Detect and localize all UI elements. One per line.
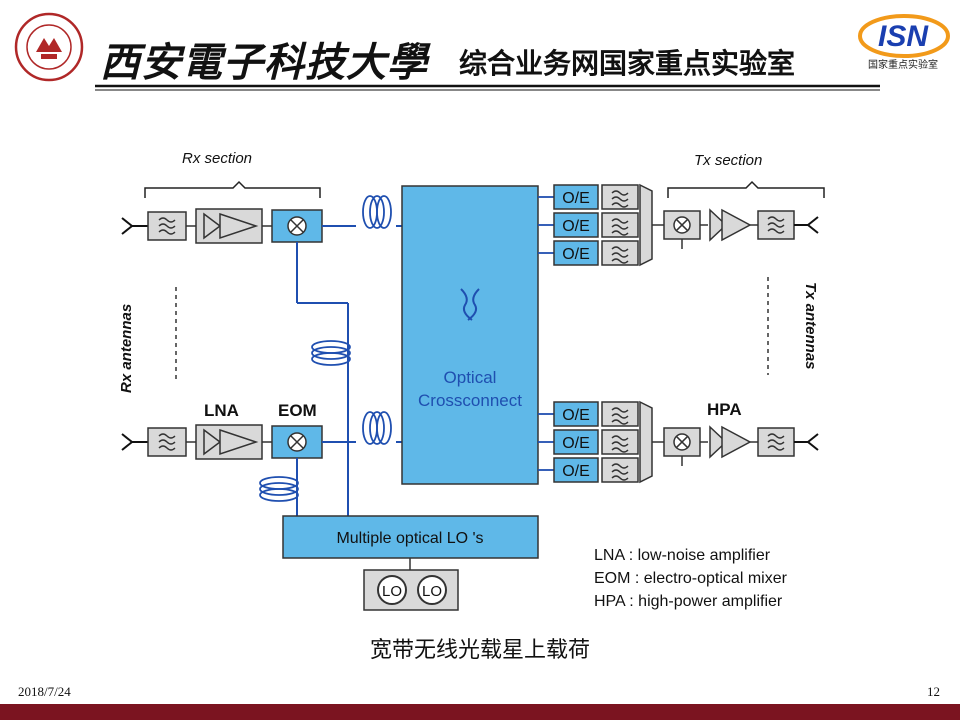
optical-crossconnect xyxy=(401,185,539,485)
legend-item: EOM : electro-optical mixer xyxy=(594,570,788,587)
legend-item: HPA : high-power amplifier xyxy=(594,593,783,610)
tx-band-filter xyxy=(601,212,639,238)
oe-converter xyxy=(553,184,599,210)
lo-source xyxy=(417,575,447,605)
oe-converter xyxy=(553,429,599,455)
eom-label: EOM xyxy=(278,401,317,420)
rx-filter-bottom xyxy=(147,427,187,457)
rx-antenna-bottom-icon xyxy=(121,433,148,451)
footer-date: 2018/7/24 xyxy=(18,684,71,699)
crossconnect-label-line1: Optical xyxy=(444,368,497,387)
rx-section-label: Rx section xyxy=(182,150,252,167)
rx-section-brace xyxy=(144,180,321,198)
oe-converter xyxy=(553,212,599,238)
logo-caption: 国家重点实验室 xyxy=(868,60,938,71)
oe-converter xyxy=(553,401,599,427)
fiber-coil-icon xyxy=(259,195,392,502)
tx-combiner xyxy=(639,183,653,267)
crossconnect-label-line2: Crossconnect xyxy=(418,391,522,410)
slide-caption: 宽带无线光载星上载荷 xyxy=(369,638,590,663)
legend-item: LNA : low-noise amplifier xyxy=(594,547,771,564)
hpa-label: HPA xyxy=(707,400,742,419)
rx-antenna-top-icon xyxy=(121,217,148,235)
lo-module-label: Multiple optical LO 's xyxy=(336,530,483,547)
lna-label: LNA xyxy=(204,401,239,420)
hpa-top-amp-icon xyxy=(709,208,728,242)
header-rule xyxy=(95,84,880,91)
oe-converter xyxy=(553,240,599,266)
tx-combiner xyxy=(639,400,653,484)
isn-logo-icon: ISN xyxy=(858,14,950,58)
page-number: 12 xyxy=(927,684,940,699)
footer-bar xyxy=(0,704,960,720)
tx-antennas-label: Tx antennas xyxy=(802,282,819,370)
oe-label: O/E xyxy=(562,246,590,263)
lna-bottom-amp-icon xyxy=(203,428,222,456)
slide-header: 西安電子科技大學 综合业务网国家重点实验室 ISN 国家重点实验室 xyxy=(0,0,960,92)
university-seal-icon xyxy=(14,12,84,82)
oe-label: O/E xyxy=(562,190,590,207)
crossconnect-switch-icon xyxy=(460,288,480,321)
fiber-lines xyxy=(296,225,402,516)
tx-antenna-bottom-icon xyxy=(794,433,819,451)
oe-label: O/E xyxy=(562,435,590,452)
lna-top-amp-icon xyxy=(203,212,222,240)
oe-label: O/E xyxy=(562,218,590,235)
university-name: 西安電子科技大學 xyxy=(100,39,428,86)
oe-group-top: O/E O/E O/E xyxy=(538,183,653,267)
rx-antennas-label: Rx antennas xyxy=(118,304,135,393)
oe-converter xyxy=(553,457,599,483)
lo-label: LO xyxy=(382,583,402,600)
tx-band-filter xyxy=(601,401,639,427)
lo-source xyxy=(377,575,407,605)
lo-label: LO xyxy=(422,583,442,600)
oe-label: O/E xyxy=(562,463,590,480)
hpa-bottom-amp-icon xyxy=(709,425,728,459)
lab-name: 综合业务网国家重点实验室 xyxy=(459,47,796,80)
oe-label: O/E xyxy=(562,407,590,424)
svg-text:ISN: ISN xyxy=(878,20,929,53)
oe-group-bottom: O/E O/E O/E xyxy=(538,400,653,484)
tx-antenna-top-icon xyxy=(794,216,819,234)
legend: LNA : low-noise amplifier EOM : electro-… xyxy=(594,547,788,610)
tx-section-label: Tx section xyxy=(694,152,762,169)
tx-section-brace xyxy=(667,180,825,198)
